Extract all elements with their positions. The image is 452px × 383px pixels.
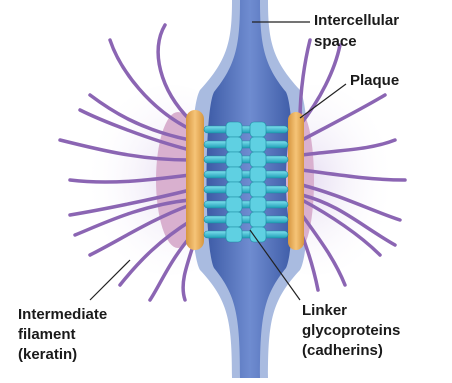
intercellular-label-line1: Intercellular (314, 12, 399, 29)
linker-label-line2: glycoproteins (302, 322, 400, 339)
linker-label-line3: (cadherins) (302, 342, 383, 359)
linker-label-line1: Linker (302, 302, 347, 319)
filament-label-line1: Intermediate (18, 306, 107, 323)
filament-label-line2: filament (18, 326, 76, 343)
left-plaque (186, 110, 204, 250)
filament-label-line3: (keratin) (18, 346, 77, 363)
intercellular-label-line2: space (314, 33, 357, 50)
right-plaque (288, 112, 304, 250)
plaque-label: Plaque (350, 72, 399, 89)
